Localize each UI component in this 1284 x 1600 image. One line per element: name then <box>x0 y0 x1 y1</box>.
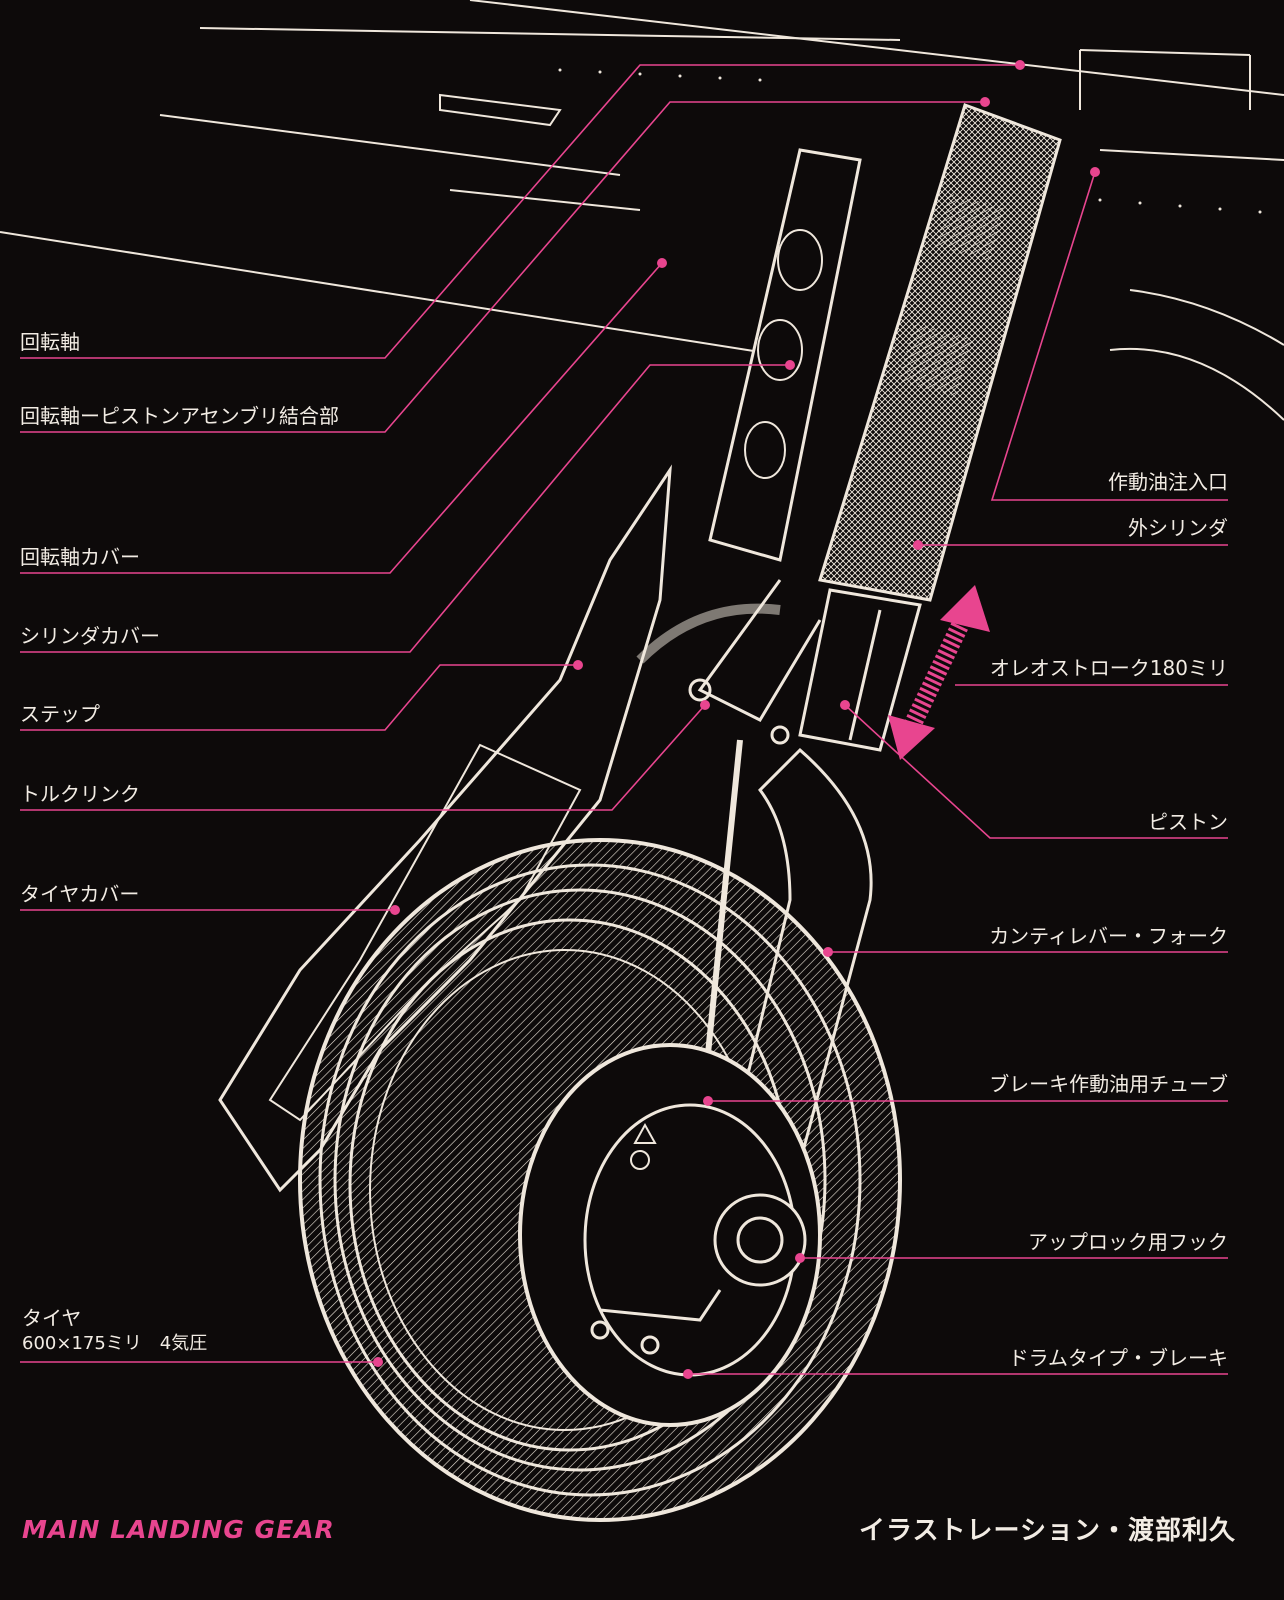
label-oleo-stroke: オレオストローク180ミリ <box>989 656 1228 680</box>
label-cantilever-fork: カンティレバー・フォーク <box>989 924 1228 948</box>
label-uplock-hook: アップロック用フック <box>1028 1230 1228 1254</box>
figure-title: MAIN LANDING GEAR <box>22 1515 335 1544</box>
label-pivot-piston-joint: 回転軸ーピストンアセンブリ結合部 <box>20 404 339 428</box>
piston <box>798 588 922 752</box>
label-tire-cover: タイヤカバー <box>20 882 140 906</box>
label-drum-brake: ドラムタイプ・ブレーキ <box>1008 1346 1228 1370</box>
rivet-rows <box>558 68 1262 214</box>
label-oil-inlet: 作動油注入口 <box>1108 470 1228 494</box>
label-step: ステップ <box>20 702 100 726</box>
airframe-lines <box>0 0 1284 421</box>
torque-link <box>636 579 822 745</box>
label-cylinder-cover: シリンダカバー <box>20 624 160 648</box>
leader-lines <box>20 60 1228 1379</box>
label-brake-tube: ブレーキ作動油用チューブ <box>989 1072 1228 1096</box>
illustration-credit: イラストレーション・渡部利久 <box>859 1516 1236 1546</box>
tire <box>298 838 902 1522</box>
label-torque-link: トルクリンク <box>20 782 140 806</box>
label-pivot-cover: 回転軸カバー <box>20 545 140 569</box>
outer-cylinder <box>818 103 1062 602</box>
label-tire-name: タイヤ <box>22 1306 82 1330</box>
label-piston: ピストン <box>1148 810 1228 834</box>
strut-housing <box>708 148 862 562</box>
label-outer-cylinder: 外シリンダ <box>1128 516 1228 540</box>
stroke-arrow-icon <box>888 585 990 760</box>
drum-brake <box>590 1193 807 1355</box>
label-tire-spec: 600×175ミリ 4気圧 <box>22 1333 208 1354</box>
label-pivot-shaft: 回転軸 <box>20 330 80 354</box>
label-tire: タイヤ 600×175ミリ 4気圧 <box>22 1305 207 1357</box>
